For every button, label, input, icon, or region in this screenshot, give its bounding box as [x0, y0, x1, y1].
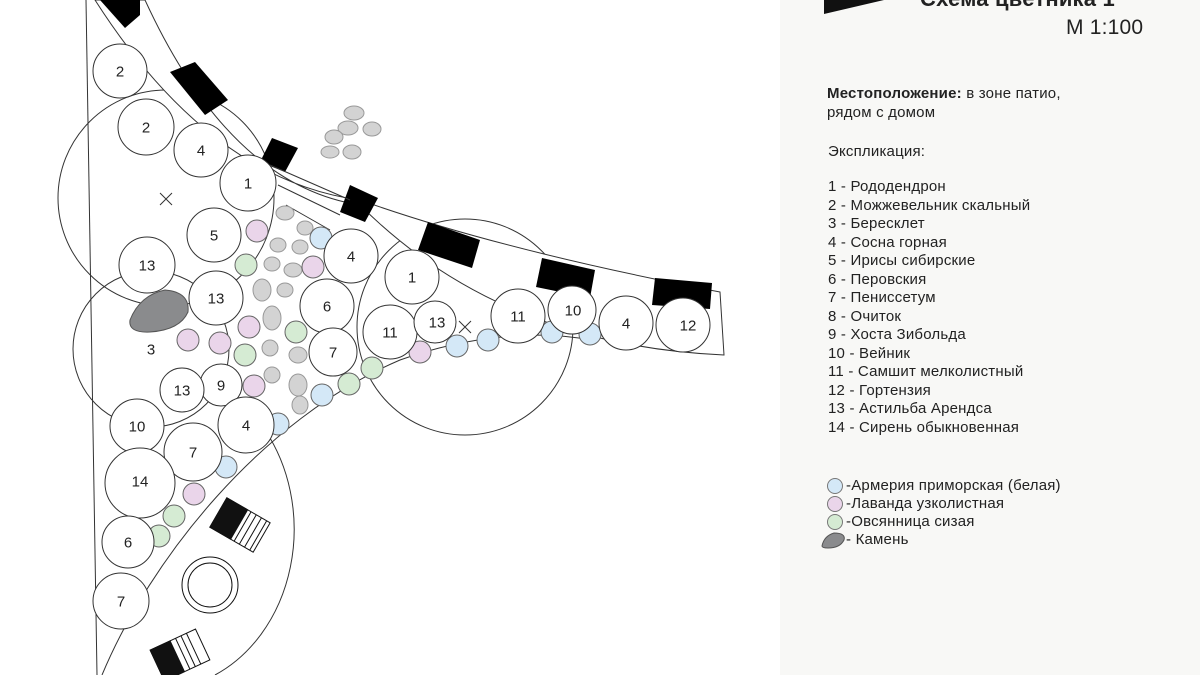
plan-label: 4	[242, 418, 250, 435]
numbered-plants	[92, 43, 711, 630]
lavender-swatch	[827, 496, 843, 512]
stone	[129, 289, 189, 333]
plan-label: 3	[147, 342, 155, 359]
explication-item: 6 - Перовския	[828, 270, 927, 288]
explication-item: 1 - Рододендрон	[828, 178, 946, 195]
plan-label: 11	[382, 325, 398, 342]
legend-armeria: -Армерия приморская (белая)	[846, 477, 1061, 494]
armeria-swatch	[827, 478, 843, 494]
legend-stone: - Камень	[846, 531, 909, 548]
location-line: Местоположение: в зоне патио,	[827, 85, 1061, 102]
plan-label: 13	[139, 258, 156, 275]
location-label: Местоположение:	[827, 85, 962, 102]
plan-label: 9	[217, 378, 225, 395]
plan-label: 13	[174, 383, 191, 400]
plan-label: 4	[347, 249, 355, 266]
legend-panel: Схема цветника 1 М 1:100 Местоположение:…	[780, 0, 1200, 675]
plan-label: 7	[117, 594, 125, 611]
plan-label: 6	[124, 535, 132, 552]
plan-label: 5	[210, 228, 218, 245]
plan-label: 6	[323, 299, 331, 316]
plan-label: 12	[680, 318, 697, 335]
explication-item: 9 - Хоста Зибольда	[828, 326, 966, 343]
explication-item: 11 - Самшит мелколистный	[828, 363, 1024, 380]
plan-labels: 2 2 4 1 5 13 13 4 6 7 3 9 13 10 7 14 6 7…	[116, 64, 697, 611]
stone-swatch	[821, 532, 845, 549]
explication-item: 7 - Пениссетум	[828, 289, 936, 306]
explication-item: 3 - Бересклет	[828, 215, 925, 232]
legend-fescue: -Овсянница сизая	[846, 513, 975, 530]
plan-label: 7	[189, 445, 197, 462]
explication-item: 4 - Сосна горная	[828, 233, 947, 251]
fescue-swatch	[827, 514, 843, 530]
bed-left-edge	[85, 0, 98, 675]
explication-item: 5 - Ирисы сибирские	[828, 252, 976, 269]
location-text: в зоне патио,	[966, 85, 1061, 102]
explication-item: 12 - Гортензия	[828, 381, 931, 399]
plan-label: 2	[142, 120, 150, 137]
title-mark	[824, 0, 884, 14]
plan-label: 1	[408, 270, 416, 287]
plan-label: 14	[132, 474, 149, 491]
plan-label: 11	[510, 309, 526, 326]
plan-label: 1	[244, 176, 252, 193]
path-dashes	[100, 0, 712, 309]
patio-furniture	[149, 497, 271, 675]
plan-label: 13	[208, 291, 225, 308]
explication-item: 14 - Сирень обыкновенная	[828, 418, 1020, 436]
patio-table	[181, 556, 239, 614]
patio-arc	[214, 429, 295, 675]
plan-label: 7	[329, 345, 337, 362]
legend-lavender: -Лаванда узколистная	[846, 495, 1005, 512]
explication-item: 8 - Очиток	[828, 307, 902, 325]
page-title: Схема цветника 1	[920, 0, 1115, 12]
explication-item: 13 - Астильба Арендса	[828, 400, 992, 417]
plan-label: 13	[429, 315, 446, 332]
explication-item: 2 - Можжевельник скальный	[828, 196, 1031, 214]
flowerbed-plan: 2 2 4 1 5 13 13 4 6 7 3 9 13 10 7 14 6 7…	[57, 0, 725, 675]
plan-label: 2	[116, 64, 124, 81]
scale-label: М 1:100	[1066, 16, 1144, 39]
plan-label: 10	[129, 419, 146, 436]
plan-label: 10	[565, 303, 582, 320]
plan-label: 4	[622, 316, 630, 333]
location-text-2: рядом с домом	[827, 104, 936, 121]
explication-heading: Экспликация:	[828, 143, 926, 160]
explication-item: 10 - Вейник	[828, 344, 911, 362]
plan-label: 4	[197, 143, 205, 160]
